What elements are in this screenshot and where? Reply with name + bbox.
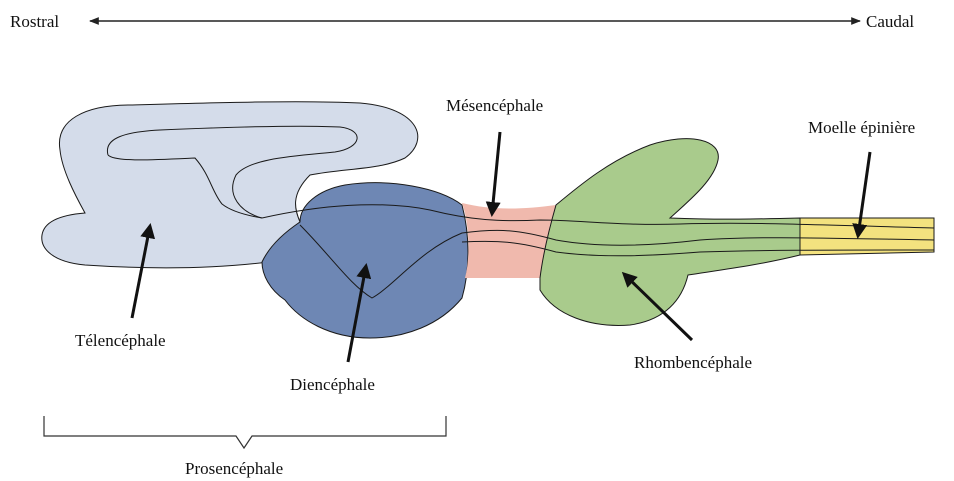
rhombencephale-label: Rhombencéphale bbox=[634, 353, 752, 372]
diencephale-label: Diencéphale bbox=[290, 375, 375, 394]
moelle-epiniere-label: Moelle épinière bbox=[808, 118, 915, 137]
mesencephale-label: Mésencéphale bbox=[446, 96, 543, 115]
rhombencephale-region bbox=[540, 139, 800, 326]
telencephale-label: Télencéphale bbox=[75, 331, 166, 350]
prosencephale-label: Prosencéphale bbox=[185, 459, 283, 478]
mesencephale-arrow bbox=[492, 132, 500, 214]
prosencephale-brace bbox=[44, 416, 446, 448]
rostral-label: Rostral bbox=[10, 12, 59, 31]
moelle-epiniere-region bbox=[800, 218, 934, 255]
caudal-label: Caudal bbox=[866, 12, 914, 31]
